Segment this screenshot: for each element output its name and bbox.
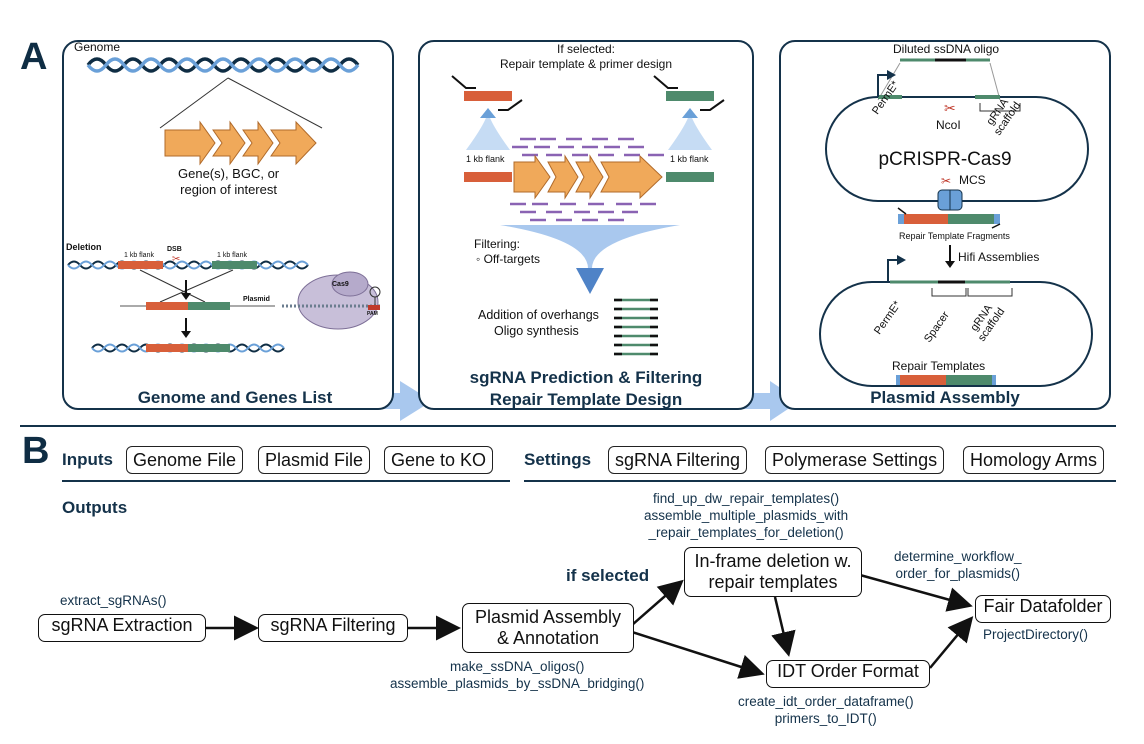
node-plasmid-assembly: Plasmid Assembly & Annotation bbox=[462, 603, 634, 653]
fn-idt-order: create_idt_order_dataframe() primers_to_… bbox=[738, 694, 914, 726]
box2-flank-left: 1 kb flank bbox=[466, 154, 505, 164]
node-inframe-deletion: In-frame deletion w. repair templates bbox=[684, 547, 862, 597]
repair-templates-label: Repair Templates bbox=[892, 359, 986, 373]
fn-assembly: make_ssDNA_oligos() assemble_plasmids_by… bbox=[390, 659, 645, 691]
if-selected-label: If selected: bbox=[556, 42, 616, 56]
off-targets-label: ◦ Off-targets bbox=[476, 252, 541, 266]
dsb-label: DSB bbox=[167, 246, 182, 253]
input-chip-plasmid-file: Plasmid File bbox=[258, 446, 371, 474]
genome-helix-icon bbox=[86, 57, 360, 73]
deletion-flank-right: 1 kb flank bbox=[217, 252, 247, 259]
genes-caption: Gene(s), BGC, or region of interest bbox=[178, 166, 280, 197]
ssdna-oligo-icon bbox=[877, 58, 1001, 101]
mcs-label: MCS bbox=[959, 173, 986, 187]
fn-extract-sgrnas: extract_sgRNAs() bbox=[60, 593, 167, 608]
overhangs-label: Addition of overhangs bbox=[478, 308, 599, 322]
settings-label: Settings bbox=[524, 450, 592, 469]
if-selected-note: if selected bbox=[566, 566, 650, 585]
ssdna-oligo-label: Diluted ssDNA oligo bbox=[893, 42, 1000, 56]
pcrispr-plasmid-icon: ✂ ✂ bbox=[825, 70, 1089, 211]
deletion-label: Deletion bbox=[66, 242, 102, 252]
fn-project-directory: ProjectDirectory() bbox=[983, 627, 1089, 642]
svg-text:✂: ✂ bbox=[944, 101, 956, 117]
setting-chip-polymerase: Polymerase Settings bbox=[765, 446, 945, 474]
inputs-underline bbox=[62, 480, 510, 482]
plasmid-assembly-title: Plasmid Assembly bbox=[870, 388, 1020, 407]
left-flank-fragment-icon bbox=[451, 75, 523, 111]
panel-divider bbox=[20, 425, 1116, 427]
svg-text:✂: ✂ bbox=[941, 174, 951, 188]
oligo-lines-icon bbox=[614, 298, 658, 356]
input-chip-genome-file: Genome File bbox=[126, 446, 244, 474]
input-chip-gene-to-ko: Gene to KO bbox=[384, 446, 494, 474]
genome-label: Genome bbox=[74, 40, 121, 54]
outputs-label: Outputs bbox=[62, 498, 128, 517]
filtering-label: Filtering: bbox=[474, 237, 521, 251]
fragments-label: Repair Template Fragments bbox=[899, 231, 1010, 241]
panel-b-letter: B bbox=[22, 430, 50, 472]
pam-label: PAM bbox=[367, 311, 378, 317]
plasmid-label: Plasmid bbox=[243, 296, 270, 303]
settings-underline bbox=[524, 480, 1116, 482]
assembled-plasmid-icon bbox=[819, 255, 1093, 387]
setting-chip-sgrna-filtering: sgRNA Filtering bbox=[608, 446, 748, 474]
oligo-synthesis-label: Oligo synthesis bbox=[494, 324, 579, 338]
plasmid-name: pCRISPR-Cas9 bbox=[878, 149, 1012, 170]
node-fair-datafolder: Fair Datafolder bbox=[975, 595, 1111, 623]
cas9-protein-icon bbox=[282, 271, 382, 330]
node-idt-order-format: IDT Order Format bbox=[766, 660, 930, 688]
gene-arrows-icon bbox=[164, 120, 317, 166]
repair-fragments-icon bbox=[897, 207, 1001, 229]
svg-text:✂: ✂ bbox=[172, 254, 180, 265]
target-gene-cluster-icon bbox=[464, 154, 714, 200]
node-sgrna-filtering: sgRNA Filtering bbox=[258, 614, 408, 642]
genome-genes-title: Genome and Genes List bbox=[137, 388, 333, 407]
cas9-label: Cas9 bbox=[332, 281, 349, 288]
sgrna-title-line1: sgRNA Prediction & Filtering bbox=[469, 368, 703, 387]
fn-workflow-order: determine_workflow_ order_for_plasmids() bbox=[894, 549, 1022, 581]
fn-inframe: find_up_dw_repair_templates() assemble_m… bbox=[644, 491, 849, 540]
deletion-flank-left: 1 kb flank bbox=[124, 252, 154, 259]
ncoi-label: NcoI bbox=[936, 118, 961, 132]
node-sgrna-extraction: sgRNA Extraction bbox=[38, 614, 206, 642]
sgrna-title-line2: Repair Template Design bbox=[489, 390, 683, 409]
edited-helix-icon bbox=[91, 343, 285, 353]
repair-design-label: Repair template & primer design bbox=[499, 57, 673, 71]
box2-flank-right: 1 kb flank bbox=[670, 154, 709, 164]
inputs-label: Inputs bbox=[62, 450, 113, 469]
setting-chip-homology-arms: Homology Arms bbox=[963, 446, 1105, 474]
panel-a-letter: A bbox=[20, 36, 48, 78]
hifi-label: Hifi Assemblies bbox=[958, 250, 1040, 264]
deletion-helix-icon: ✂ bbox=[67, 254, 309, 270]
right-flank-fragment-icon bbox=[653, 75, 725, 111]
